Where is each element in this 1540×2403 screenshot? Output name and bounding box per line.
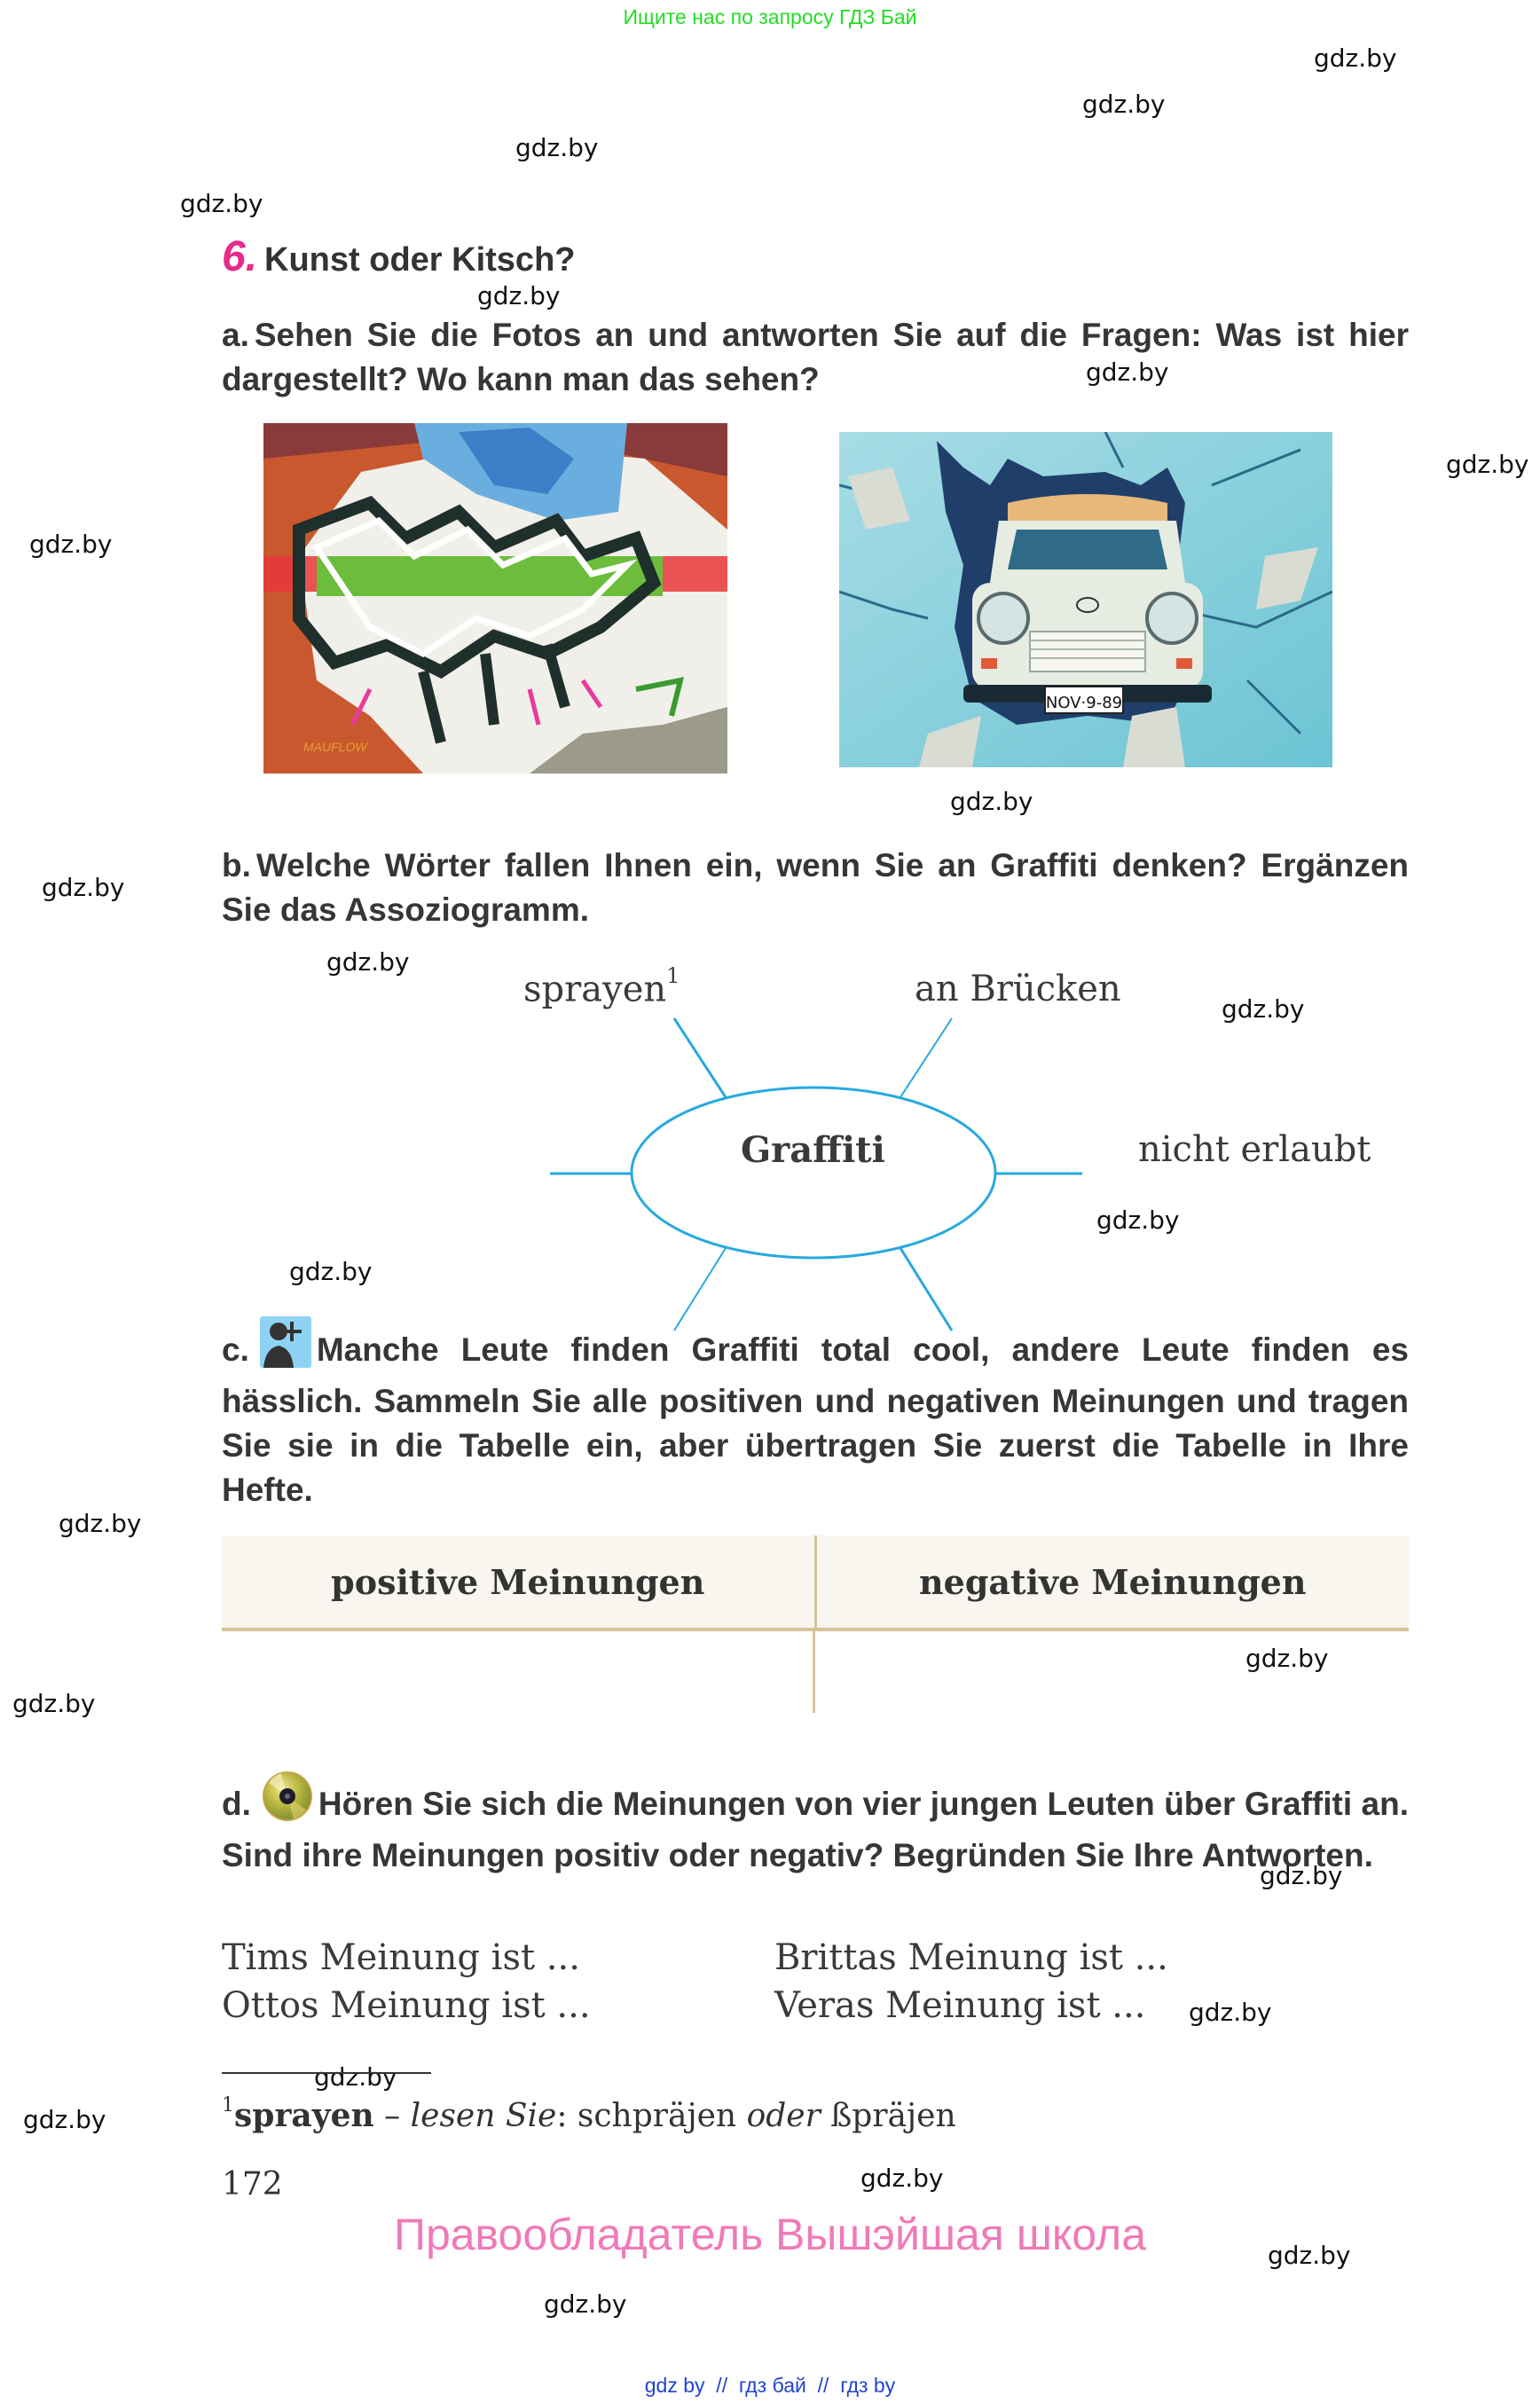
watermark-text: gdz.by [1189, 1998, 1272, 2027]
watermark-text: gdz.by [544, 2289, 627, 2319]
watermark-text: gdz.by [42, 873, 125, 902]
spoke-upper-right [900, 1017, 953, 1098]
part-b-text: Welche Wörter fallen Ihnen ein, wenn Sie… [222, 847, 1409, 928]
watermark-text: gdz.by [1222, 994, 1305, 1024]
part-c-label: c. [222, 1331, 249, 1368]
license-plate: NOV·9-89 [1046, 694, 1122, 712]
watermark-text: gdz.by [289, 1257, 373, 1286]
part-b-label: b. [222, 847, 251, 883]
part-c-instruction: c.Manche Leute finden Graffiti total coo… [222, 1316, 1409, 1512]
watermark-text: gdz.by [950, 787, 1033, 816]
watermark-text: gdz.by [12, 1689, 96, 1718]
part-c-text: Manche Leute finden Graffiti total cool,… [222, 1331, 1409, 1508]
graffiti-wall-photo: MAUFLOW [263, 423, 727, 774]
watermark-text: gdz.by [515, 133, 599, 162]
table-header-negative: negative Meinungen [919, 1561, 1307, 1602]
spoke-lower-left [673, 1247, 727, 1331]
watermark-text: gdz.by [860, 2163, 944, 2193]
table-header-row: positive Meinungen negative Meinungen [222, 1535, 1409, 1631]
watermark-text: gdz.by [180, 189, 263, 218]
watermark-text: gdz.by [1314, 43, 1397, 73]
copyright-notice: Правообладатель Вышэйшая школа [394, 2210, 1146, 2259]
part-a-text: Sehen Sie die Fotos an und antworten Sie… [222, 317, 1409, 397]
footnote: 1sprayen – lesen Sie: schpräjen oder ßpr… [222, 2094, 956, 2134]
watermark-text: gdz.by [314, 2062, 397, 2092]
footnote-separator [222, 2072, 431, 2074]
watermark-text: gdz.by [59, 1509, 142, 1538]
task-heading: 6.Kunst oder Kitsch? [222, 232, 576, 281]
table-header-positive: positive Meinungen [222, 1535, 817, 1628]
watermark-text: gdz.by [1446, 450, 1529, 479]
table-row [222, 1631, 1409, 1713]
search-hint-banner[interactable]: Ищите нас по запросу ГДЗ Бай [623, 5, 917, 28]
page-number: 172 [222, 2166, 283, 2203]
watermark-text: gdz.by [1086, 357, 1169, 387]
task-title: Kunst oder Kitsch? [264, 241, 576, 279]
diagram-label-sprayen: sprayen1 [523, 963, 680, 1010]
center-ellipse [630, 1086, 997, 1260]
opinion-otto: Ottos Meinung ist ... [222, 1985, 591, 2026]
watermark-text: gdz.by [326, 947, 410, 977]
watermark-text: gdz.by [29, 530, 113, 559]
part-a-instruction: a.Sehen Sie die Fotos an und antworten S… [222, 313, 1409, 402]
spoke-upper-left [672, 1017, 727, 1098]
pair-work-icon [259, 1316, 311, 1379]
trabant-berlin-wall-photo: NOV·9-89 [839, 432, 1332, 767]
diagram-center-label: Graffiti [741, 1129, 885, 1171]
watermark-text: gdz.by [1260, 1861, 1343, 1890]
graffiti-signature: MAUFLOW [303, 740, 368, 754]
part-a-label: a. [222, 317, 249, 353]
diagram-label-nicht-erlaubt: nicht erlaubt [1138, 1129, 1371, 1170]
opinion-tim: Tims Meinung ist ... [222, 1937, 580, 1978]
audio-cd-icon[interactable] [262, 1771, 313, 1834]
part-d-instruction: d.Hören Sie sich die Meinungen von vier … [222, 1771, 1409, 1878]
table-column-divider [813, 1631, 815, 1713]
spoke-lower-right [899, 1247, 954, 1331]
part-b-instruction: b.Welche Wörter fallen Ihnen ein, wenn S… [222, 844, 1409, 932]
part-d-text: Hören Sie sich die Meinungen von vier ju… [222, 1786, 1409, 1873]
watermark-text: gdz.by [1082, 90, 1166, 119]
watermark-text: gdz.by [1268, 2241, 1351, 2270]
watermark-text: gdz.by [1096, 1205, 1180, 1235]
task-number: 6. [222, 233, 258, 280]
opinion-britta: Brittas Meinung ist ... [774, 1937, 1168, 1978]
watermark-text: gdz.by [1245, 1644, 1329, 1673]
diagram-label-an-bruecken: an Brücken [915, 969, 1121, 1009]
watermark-text: gdz.by [477, 281, 561, 310]
opinions-table: positive Meinungen negative Meinungen [222, 1535, 1409, 1713]
opinion-vera: Veras Meinung ist ... [774, 1985, 1146, 2026]
watermark-text: gdz.by [23, 2105, 106, 2134]
footer-links[interactable]: gdz by // гдз бай // гдз by [644, 2374, 896, 2397]
part-d-label: d. [222, 1786, 251, 1822]
